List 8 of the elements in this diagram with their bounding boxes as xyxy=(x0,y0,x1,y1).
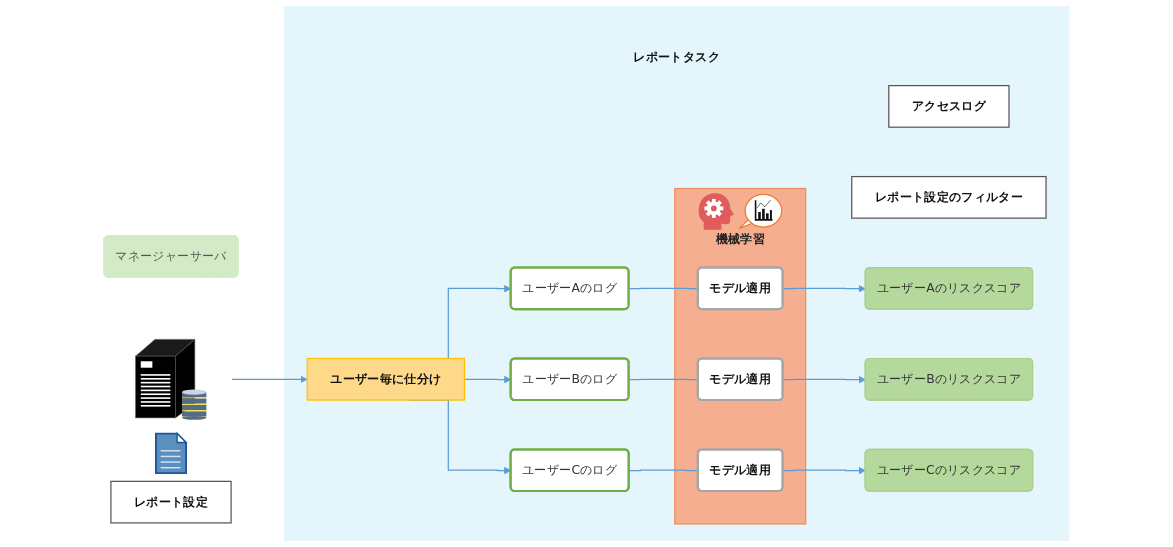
node-box: レポート設定 xyxy=(110,480,232,524)
node-box: レポート設定のフィルター xyxy=(851,175,1047,219)
arrow xyxy=(782,285,866,293)
arrow xyxy=(782,376,866,384)
arrow xyxy=(782,467,866,475)
arrow xyxy=(231,375,308,383)
node-box: アクセスログ xyxy=(888,85,1010,128)
node-box: ユーザー毎に仕分け xyxy=(306,357,466,401)
